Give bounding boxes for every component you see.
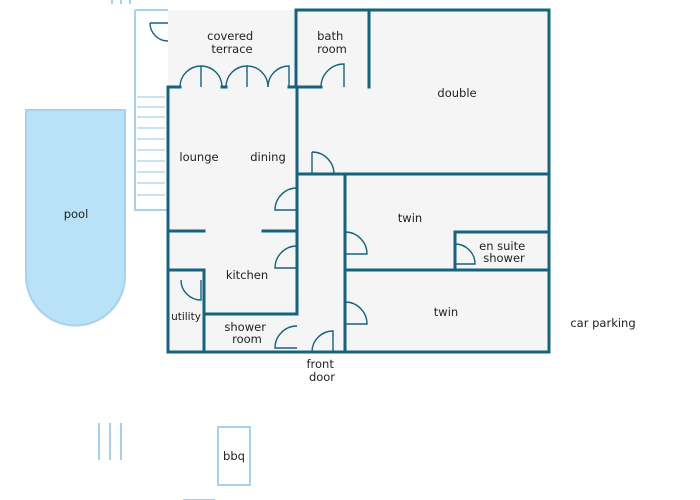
kitchen-label: kitchen (226, 268, 268, 282)
bbq (217, 426, 251, 486)
pool-label: pool (64, 207, 89, 221)
en-suite-shower-label: en suite shower (479, 239, 529, 265)
shower-room-label: shower room (224, 320, 269, 346)
pool (25, 109, 126, 327)
twin-lower-label: twin (434, 305, 458, 319)
top-marks (111, 0, 131, 4)
terrace-steps-area (135, 10, 168, 210)
car-parking-label: car parking (570, 316, 635, 330)
bbq-marks (98, 423, 122, 460)
dining-label: dining (250, 150, 286, 164)
terrace-steps (134, 9, 168, 211)
lounge-label: lounge (179, 150, 218, 164)
utility-label: utility (171, 311, 201, 323)
bbq-label: bbq (223, 449, 245, 463)
terrace-door (149, 22, 169, 42)
interior-walls (166, 8, 551, 354)
floor-area (168, 10, 550, 353)
exterior-walls (166, 8, 551, 354)
bath-room-label: bath room (317, 29, 347, 56)
covered-terrace-label: covered terrace (207, 29, 257, 56)
twin-upper-label: twin (398, 211, 422, 225)
double-label: double (437, 86, 476, 100)
front-door-label: front door (306, 357, 337, 384)
doors (179, 63, 476, 353)
